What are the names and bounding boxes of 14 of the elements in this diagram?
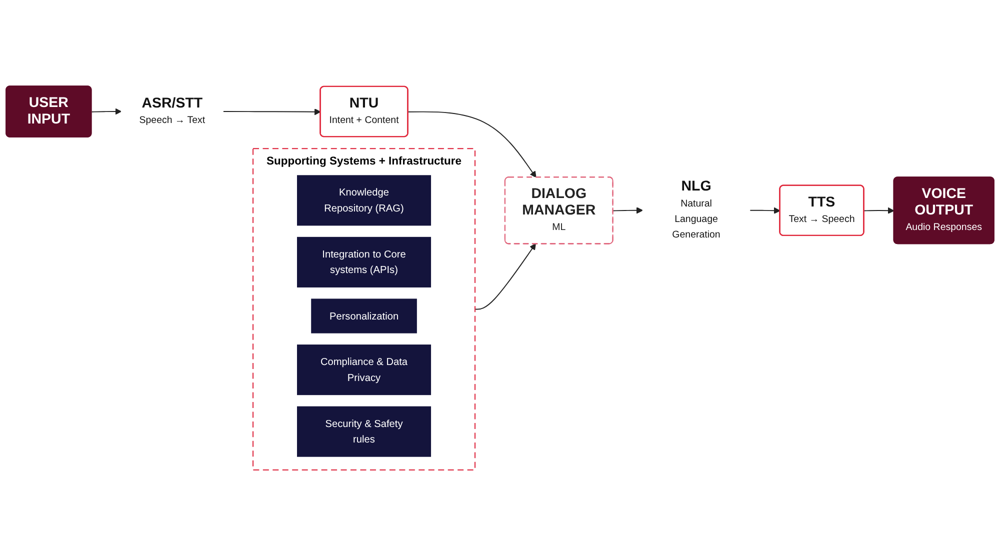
node-box: Security & Safety rules — [297, 406, 432, 457]
arrow — [222, 108, 321, 116]
arrow — [408, 111, 536, 178]
node-box: Compliance & Data Privacy — [297, 344, 432, 396]
arrow — [91, 108, 122, 115]
arrow — [474, 243, 536, 310]
node-text: ASR/STT Speech → Text — [139, 95, 206, 126]
node-box: Integration to Core systems (APIs) — [297, 236, 432, 288]
node-box: Personalization — [311, 298, 417, 334]
arrow — [749, 207, 780, 214]
arrow — [612, 207, 644, 214]
node-box: Knowledge Repository (RAG) — [297, 175, 432, 226]
arrow — [864, 207, 894, 214]
node-text: NLG Natural Language Generation — [672, 178, 720, 240]
